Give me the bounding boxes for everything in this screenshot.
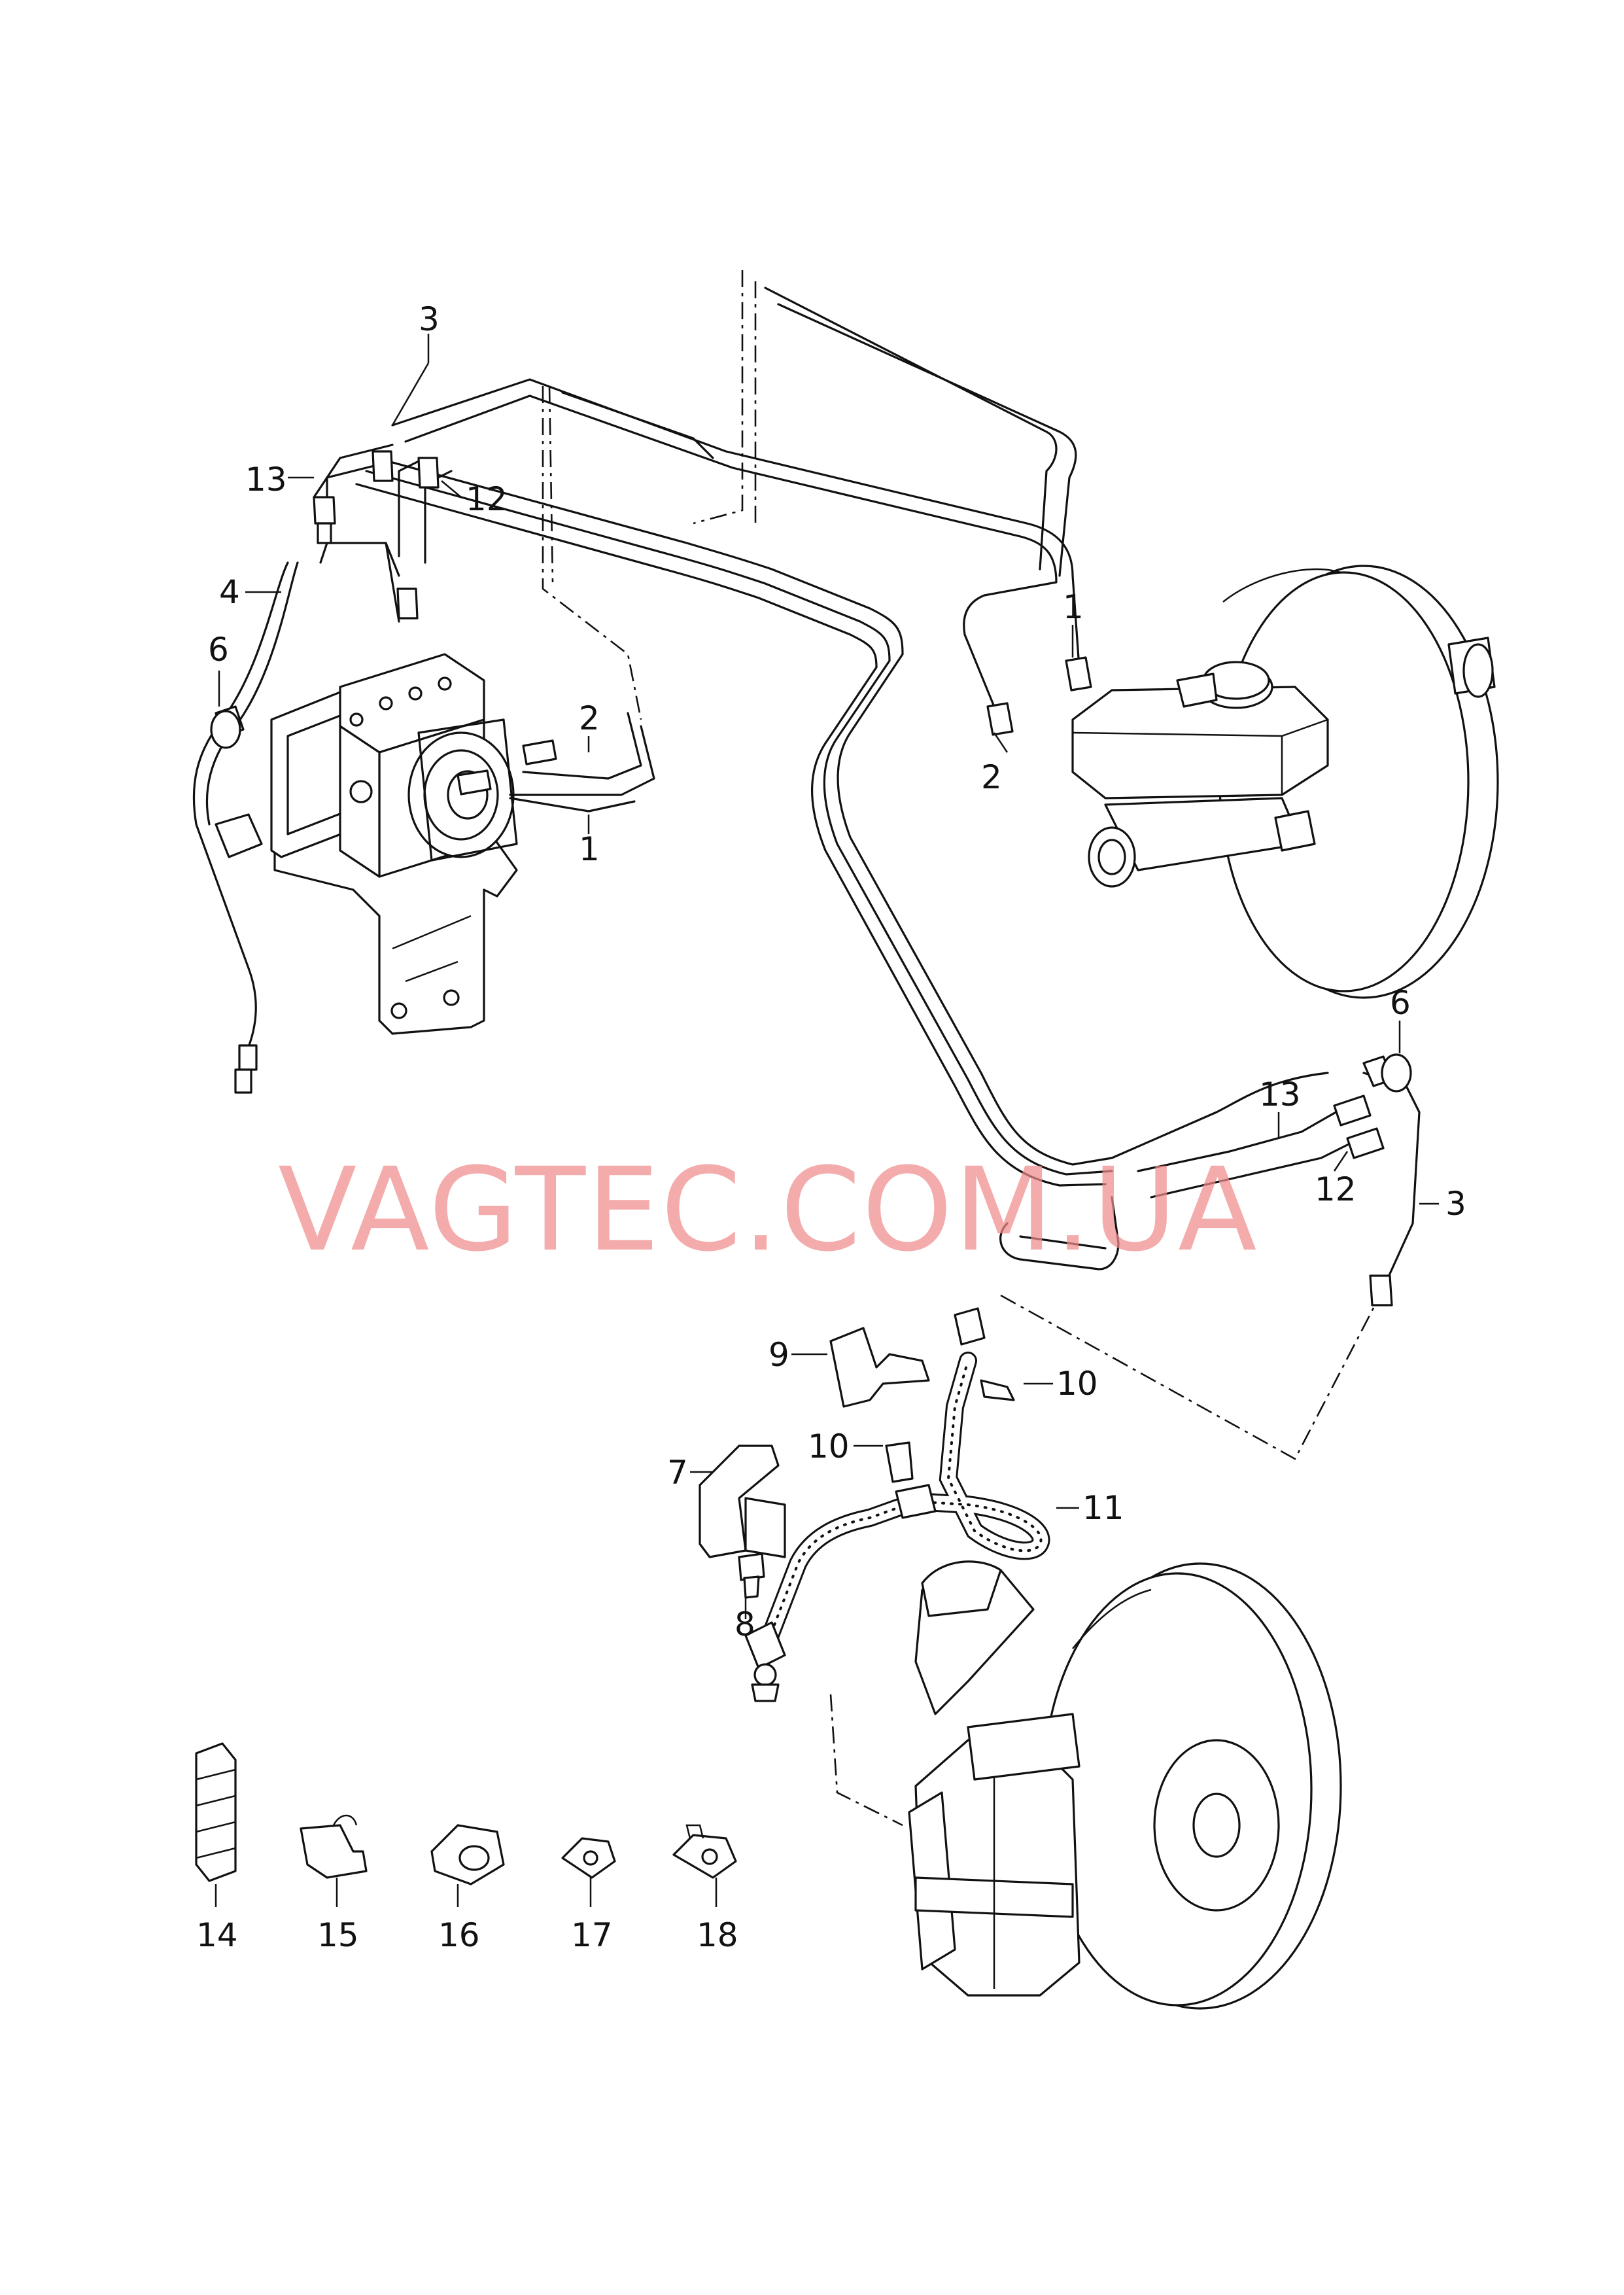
- callout-12-right: 12: [1315, 1170, 1356, 1208]
- callout-6-right: 6: [1390, 984, 1411, 1022]
- bracket-9: [829, 1327, 930, 1408]
- clip-18: [672, 1824, 737, 1879]
- callout-1-left: 1: [579, 830, 600, 868]
- callout-10-upper: 10: [1056, 1365, 1098, 1403]
- brake-booster: [1218, 565, 1499, 999]
- abs-hydraulic-unit: [215, 653, 518, 1035]
- clip-16: [430, 1824, 505, 1885]
- brake-disc: [1042, 1562, 1342, 2010]
- callout-9: 9: [769, 1336, 789, 1374]
- clip-10-lower: [885, 1441, 914, 1483]
- callout-16: 16: [438, 1916, 480, 1954]
- callout-11: 11: [1082, 1489, 1124, 1527]
- callout-14: 14: [196, 1916, 238, 1954]
- callout-6-left: 6: [208, 631, 229, 669]
- callout-13-left: 13: [245, 461, 287, 499]
- bolt-8: [738, 1552, 765, 1599]
- brake-caliper: [908, 1713, 1080, 1997]
- steering-knuckle: [914, 1560, 1035, 1715]
- callout-1-right: 1: [1063, 588, 1084, 626]
- master-cylinder: [1071, 661, 1329, 888]
- callout-13-right: 13: [1259, 1076, 1301, 1113]
- callout-7: 7: [667, 1454, 688, 1492]
- callout-12-left: 12: [466, 480, 508, 518]
- bracket-7: [699, 1445, 786, 1558]
- clip-14: [195, 1742, 237, 1882]
- clip-10-upper: [980, 1379, 1015, 1401]
- callout-labels: 3 13 12 4 6 2 1 1 2 6 13 12 3 9 10 10 7 …: [196, 300, 1466, 1954]
- brake-hose: [744, 1352, 1050, 1702]
- brake-pipe-bundle: [192, 270, 1421, 1827]
- callout-2-left: 2: [579, 699, 600, 737]
- callout-8: 8: [734, 1605, 755, 1643]
- pipe-clamp-6: [210, 710, 1412, 1093]
- callout-2-right: 2: [981, 758, 1002, 796]
- clip-17: [561, 1837, 616, 1879]
- pipe-fittings: [215, 450, 1394, 1346]
- callout-15: 15: [317, 1916, 359, 1954]
- callout-18: 18: [697, 1916, 738, 1954]
- leader-lines: [215, 334, 1439, 1907]
- callout-3-left: 3: [419, 300, 440, 338]
- callout-4: 4: [219, 573, 240, 611]
- clip-15: [300, 1814, 368, 1879]
- callout-17: 17: [571, 1916, 613, 1954]
- callout-10-lower: 10: [808, 1428, 850, 1465]
- watermark: VAGTEC.COM.UA: [278, 1143, 1258, 1277]
- callout-3-right: 3: [1445, 1185, 1466, 1223]
